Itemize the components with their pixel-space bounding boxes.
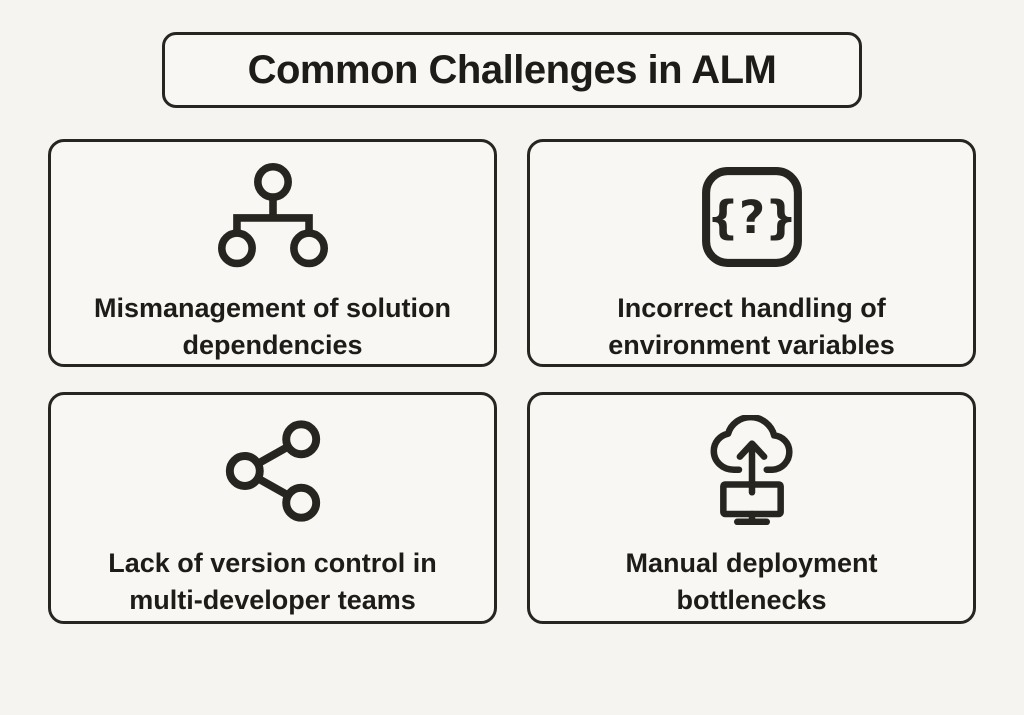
card-label-line: environment variables (608, 330, 895, 360)
card-dependency-mismanagement: Mismanagement of solution dependencies (48, 139, 497, 367)
card-label-line: bottlenecks (676, 585, 827, 615)
card-label: Manual deployment bottlenecks (625, 545, 877, 619)
share-nodes-icon (221, 414, 325, 528)
card-label-line: multi-developer teams (129, 585, 416, 615)
cards-grid: Mismanagement of solution dependencies {… (48, 139, 976, 624)
card-label: Incorrect handling of environment variab… (608, 290, 895, 364)
card-label: Lack of version control in multi-develop… (108, 545, 437, 619)
page-title-box: Common Challenges in ALM (162, 32, 862, 108)
page-title: Common Challenges in ALM (247, 47, 777, 92)
card-label-line: Manual deployment (625, 548, 878, 578)
card-environment-variables: {?} Incorrect handling of environment va… (527, 139, 976, 367)
card-label-line: Lack of version control in (108, 548, 437, 578)
card-label-line: Mismanagement of solution (93, 293, 452, 323)
card-label: Mismanagement of solution dependencies (94, 290, 451, 364)
card-label-line: Incorrect handling of (617, 293, 886, 323)
card-label-line: dependencies (182, 330, 363, 360)
card-manual-deployment: Manual deployment bottlenecks (527, 392, 976, 624)
braces-question-glyph: {?} (706, 191, 796, 244)
card-version-control: Lack of version control in multi-develop… (48, 392, 497, 624)
braces-question-icon: {?} (698, 161, 806, 273)
hierarchy-icon (216, 161, 330, 273)
cloud-upload-icon (699, 414, 805, 528)
